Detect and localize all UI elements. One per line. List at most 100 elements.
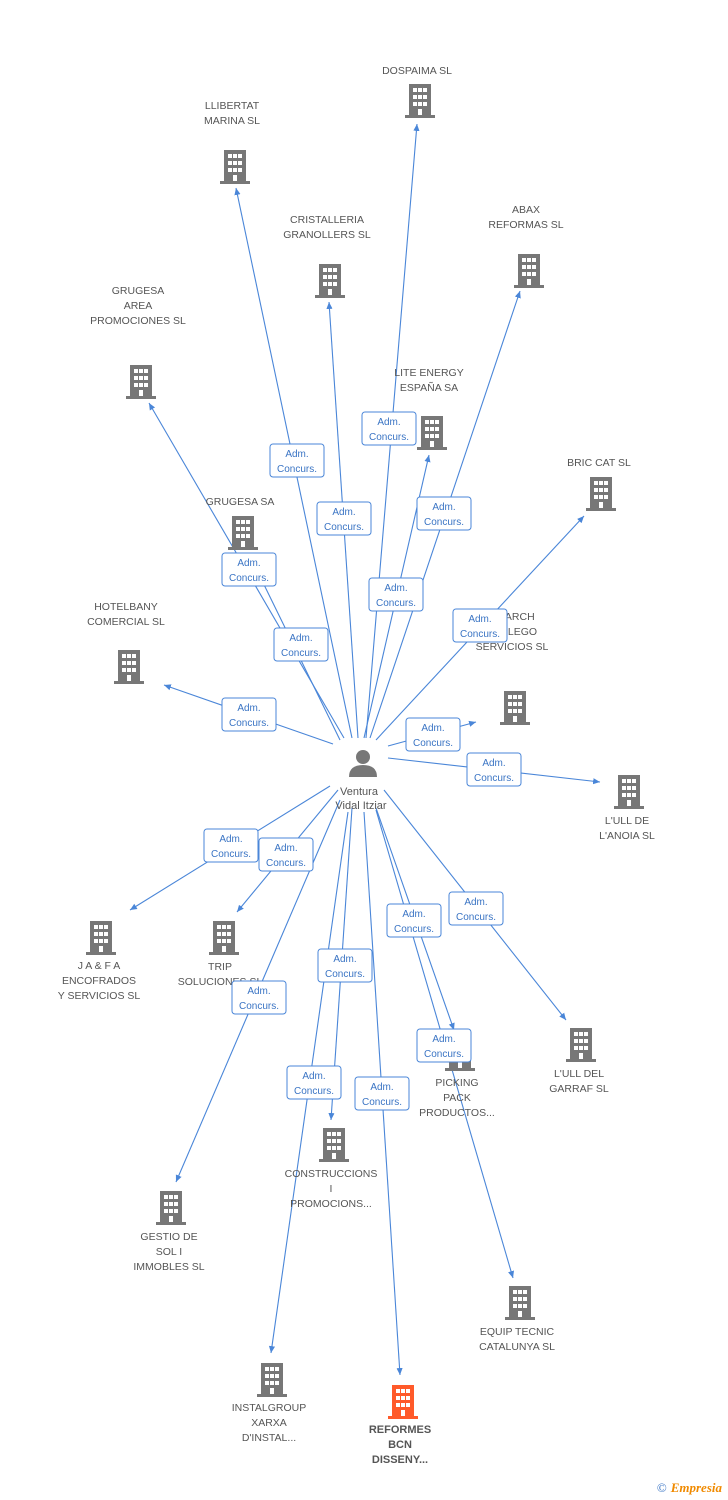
center-person[interactable]: Ventura Vidal Itziar <box>335 750 387 812</box>
relation-label-text: Concurs. <box>413 738 453 749</box>
relation-label-text: Concurs. <box>325 969 365 980</box>
relation-label-anoia[interactable]: Adm.Concurs. <box>466 752 522 787</box>
node-label-line: BRIC CAT SL <box>567 457 631 469</box>
building-icon <box>228 516 258 550</box>
relation-label-construccions[interactable]: Adm.Concurs. <box>317 948 373 983</box>
relation-label-reformes[interactable]: Adm.Concurs. <box>354 1076 410 1111</box>
relation-label-text: Adm. <box>274 843 297 854</box>
relation-label-lite[interactable]: Adm. Concurs. <box>368 577 424 612</box>
relation-label-text: Concurs. <box>211 849 251 860</box>
node-label-line: L'ULL DE <box>605 815 649 827</box>
node-label-line: LLIBERTAT <box>205 100 260 112</box>
relation-label-box <box>361 411 417 446</box>
relation-label-box <box>416 496 472 531</box>
node-construccions[interactable]: CONSTRUCCIONSIPROMOCIONS... <box>285 1128 378 1210</box>
relation-label-text: Concurs. <box>424 1049 464 1060</box>
node-label-line: LITE ENERGY <box>394 367 463 379</box>
relation-label-box <box>405 717 461 752</box>
node-bric[interactable]: BRIC CAT SL <box>567 457 631 511</box>
building-icon <box>500 691 530 725</box>
building-icon <box>257 1363 287 1397</box>
relation-label-bric[interactable]: Adm.Concurs. <box>452 608 508 643</box>
node-instalgroup[interactable]: INSTALGROUPXARXAD'INSTAL... <box>232 1363 306 1444</box>
node-label-line: REFORMES <box>369 1424 431 1436</box>
relation-label-grugesa-area[interactable]: Adm.Concurs. <box>273 627 329 662</box>
node-reformes[interactable]: REFORMESBCNDISSENY... <box>369 1385 431 1466</box>
node-hotelbany[interactable]: HOTELBANY COMERCIAL SL <box>87 601 165 684</box>
relation-label-box <box>316 501 372 536</box>
relation-label-text: Adm. <box>237 558 260 569</box>
building-icon <box>566 1028 596 1062</box>
node-label-line: L'ULL DEL <box>554 1068 604 1080</box>
relation-label-garraf[interactable]: Adm.Concurs. <box>448 891 504 926</box>
relation-label-pitarch[interactable]: Adm. Concurs. <box>405 717 461 752</box>
building-icon <box>86 921 116 955</box>
relation-label-grugesa[interactable]: Adm.Concurs. <box>221 552 277 587</box>
relation-label-text: Concurs. <box>239 1001 279 1012</box>
brand-name: Empresia <box>670 1480 722 1495</box>
node-label-line: EQUIP TECNIC <box>480 1326 555 1338</box>
relation-label-text: Adm. <box>384 583 407 594</box>
node-label-line: HOTELBANY <box>94 601 158 613</box>
person-icon <box>349 750 377 777</box>
node-label-line: GRUGESA <box>112 285 165 297</box>
node-label-line: CATALUNYA SL <box>479 1341 555 1353</box>
node-label-line: D'INSTAL... <box>242 1432 296 1444</box>
relation-label-hotelbany[interactable]: Adm.Concurs. <box>221 697 277 732</box>
node-label-line: SERVICIOS SL <box>476 641 549 653</box>
relation-label-text: Adm. <box>421 723 444 734</box>
node-picking[interactable]: PICKINGPACKPRODUCTOS... <box>419 1037 495 1119</box>
building-icon <box>614 775 644 809</box>
relation-label-trip[interactable]: Adm.Concurs. <box>258 837 314 872</box>
relation-label-cristalleria[interactable]: Adm.Concurs. <box>316 501 372 536</box>
relation-label-text: Concurs. <box>376 598 416 609</box>
relation-label-instalgroup[interactable]: Adm.Concurs. <box>286 1065 342 1100</box>
node-label-line: TRIP <box>208 961 232 973</box>
relation-label-text: Adm. <box>332 507 355 518</box>
relation-label-box <box>273 627 329 662</box>
node-label-line: BCN <box>388 1439 412 1451</box>
relation-label-text: Adm. <box>285 449 308 460</box>
relation-label-jfa[interactable]: Adm.Concurs. <box>203 828 259 863</box>
relation-label-text: Concurs. <box>424 517 464 528</box>
node-label-line: XARXA <box>251 1417 287 1429</box>
relation-label-picking[interactable]: Adm.Concurs. <box>386 903 442 938</box>
brand-watermark: ©Empresia <box>657 1480 722 1496</box>
node-label-line: GESTIO DE <box>140 1231 197 1243</box>
relation-label-text: Adm. <box>377 417 400 428</box>
building-icon <box>319 1128 349 1162</box>
relation-label-gestio[interactable]: Adm.Concurs. <box>231 980 287 1015</box>
node-label-line: GRANOLLERS SL <box>283 229 371 241</box>
relation-label-abax[interactable]: Adm. Concurs. <box>416 496 472 531</box>
relation-label-text: Concurs. <box>460 629 500 640</box>
building-icon <box>388 1385 418 1419</box>
node-label-line: AREA <box>124 300 153 312</box>
node-equip[interactable]: EQUIP TECNIC CATALUNYA SL <box>479 1286 555 1353</box>
node-label-line: PACK <box>443 1092 471 1104</box>
relation-label-llibertat[interactable]: Adm.Concurs. <box>269 443 325 478</box>
node-anoia[interactable]: L'ULL DE L'ANOIA SL <box>599 775 655 842</box>
node-label-line: L'ANOIA SL <box>599 830 655 842</box>
node-label-line: GRUGESA SA <box>206 496 275 508</box>
relation-label-dospaima[interactable]: Adm.Concurs. <box>361 411 417 446</box>
relation-label-text: Adm. <box>432 502 455 513</box>
relation-label-box <box>317 948 373 983</box>
relation-label-equip[interactable]: Adm.Concurs. <box>416 1028 472 1063</box>
node-label-line: COMERCIAL SL <box>87 616 165 628</box>
building-icon <box>586 477 616 511</box>
relation-label-text: Adm. <box>402 909 425 920</box>
node-grugesa[interactable]: GRUGESA SA <box>206 496 275 550</box>
node-dospaima[interactable]: DOSPAIMA SL <box>382 65 452 118</box>
relation-label-box <box>286 1065 342 1100</box>
